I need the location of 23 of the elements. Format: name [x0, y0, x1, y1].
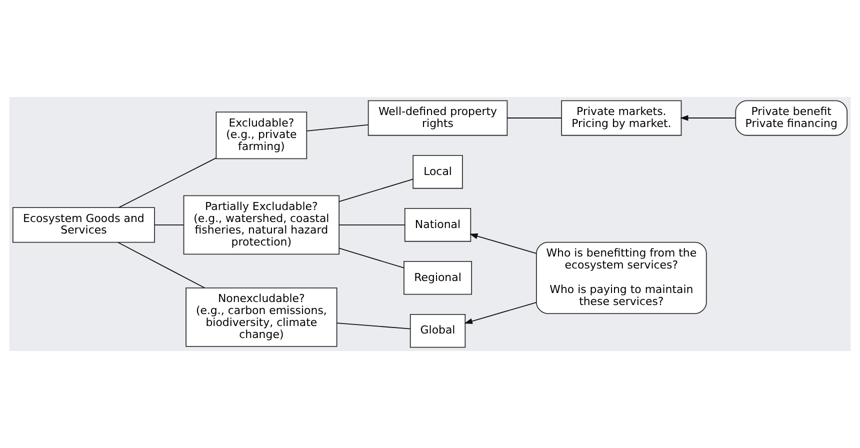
arrow — [464, 302, 537, 324]
connector — [338, 224, 406, 226]
node-box: Ecosystem Goods and Services — [12, 207, 155, 243]
node-box: Nonexcludable? (e.g., carbon emissions, biodiversity, climate change) — [186, 288, 338, 347]
node-box: Regional — [404, 261, 472, 295]
connector — [118, 242, 206, 288]
connector — [118, 158, 216, 208]
connector — [306, 124, 368, 132]
connector — [154, 224, 184, 226]
arrow — [680, 115, 736, 121]
node-box: Private markets. Pricing by market. — [561, 100, 682, 136]
node-box: Global — [410, 314, 466, 348]
node-box: National — [404, 208, 472, 242]
node-box: Local — [412, 155, 463, 189]
connector — [336, 322, 411, 330]
node-box: Private benefit Private financing — [735, 100, 848, 136]
connector — [338, 178, 414, 202]
connector — [338, 248, 404, 268]
node-box: Partially Excludable? (e.g., watershed, coastal fisheries, natural hazard protection) — [183, 195, 340, 255]
node-box: Excludable? (e.g., private farming) — [216, 112, 308, 160]
node-box: Who is benefitting from the ecosystem services? Who is paying to maintain these services? — [536, 242, 707, 314]
node-box: Well-defined property rights — [368, 100, 508, 136]
arrow — [469, 233, 537, 254]
